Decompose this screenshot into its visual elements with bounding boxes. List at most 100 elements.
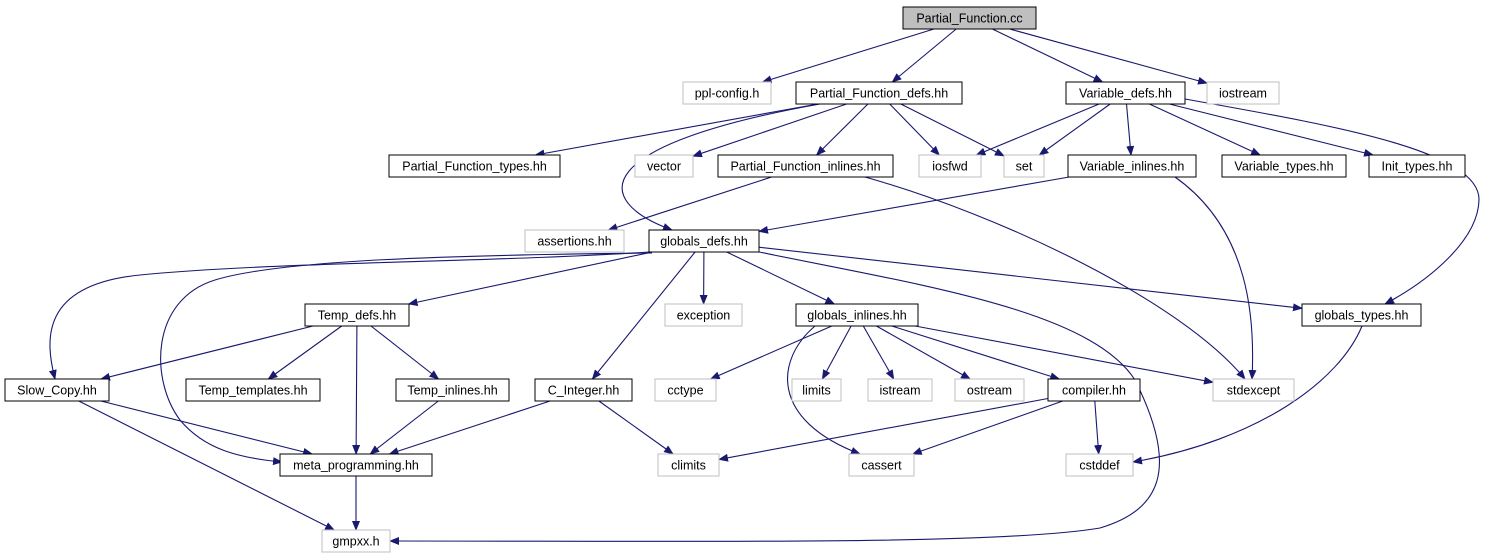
edge-partial-function-defs-hh-to-vector	[692, 103, 847, 158]
node-label: Variable_defs.hh	[1079, 87, 1172, 101]
node-label: stdexcept	[1227, 384, 1281, 398]
node-box	[388, 154, 561, 178]
node-label: globals_inlines.hh	[807, 309, 906, 323]
node-label: Partial_Function_defs.hh	[810, 87, 948, 101]
node-label: Temp_defs.hh	[318, 309, 397, 323]
edge-slow-copy-hh-to-meta-programming-hh	[100, 400, 314, 456]
edge-variable-defs-hh-to-init-types-hh	[1169, 103, 1375, 157]
node-label: Init_types.hh	[1382, 160, 1453, 174]
edge-partial-function-defs-hh-to-set	[900, 103, 1005, 157]
node-slow-copy-hh[interactable]: Slow_Copy.hh	[4, 378, 110, 402]
node-partial-function-cc[interactable]: Partial_Function.cc	[902, 6, 1037, 30]
node-iostream: iostream	[1206, 81, 1280, 105]
node-box	[1065, 81, 1186, 105]
edge-variable-defs-hh-to-variable-inlines-hh	[1125, 103, 1135, 156]
node-box	[657, 453, 720, 477]
node-box	[1003, 154, 1045, 178]
edge-compiler-hh-to-climits	[718, 397, 1049, 462]
node-globals-inlines-hh[interactable]: globals_inlines.hh	[795, 303, 919, 327]
node-globals-types-hh[interactable]: globals_types.hh	[1301, 303, 1422, 327]
edge-globals-inlines-hh-to-istream	[862, 325, 895, 380]
node-label: cctype	[667, 384, 703, 398]
node-box	[1368, 154, 1466, 178]
node-set: set	[1003, 154, 1045, 178]
node-label: Temp_templates.hh	[198, 384, 307, 398]
node-temp-inlines-hh[interactable]: Temp_inlines.hh	[395, 378, 510, 402]
edge-slow-copy-hh-to-gmpxx-h	[78, 400, 336, 531]
edge-variable-inlines-hh-to-globals-defs-hh	[758, 176, 1070, 234]
node-box	[664, 303, 743, 327]
node-label: set	[1016, 160, 1033, 174]
edge-temp-defs-hh-to-temp-templates-hh	[267, 325, 343, 380]
edge-globals-inlines-hh-to-ostream	[876, 325, 971, 380]
node-label: limits	[802, 384, 830, 398]
edge-compiler-hh-to-cassert	[911, 400, 1063, 455]
node-gmpxx-h: gmpxx.h	[321, 529, 391, 553]
node-label: iostream	[1219, 87, 1267, 101]
node-partial-function-defs-hh[interactable]: Partial_Function_defs.hh	[795, 81, 963, 105]
node-variable-defs-hh[interactable]: Variable_defs.hh	[1065, 81, 1186, 105]
edge-partial-function-inlines-hh-to-stdexcept	[864, 176, 1246, 380]
node-label: iosfwd	[932, 160, 967, 174]
node-box	[4, 378, 110, 402]
node-partial-function-inlines-hh[interactable]: Partial_Function_inlines.hh	[717, 154, 894, 178]
node-ostream: ostream	[954, 378, 1025, 402]
edge-partial-function-defs-hh-to-partial-function-inlines-hh	[815, 103, 869, 156]
node-label: C_Integer.hh	[548, 384, 620, 398]
edge-globals-defs-hh-to-slow-copy-hh	[48, 251, 650, 380]
node-label: meta_programming.hh	[293, 459, 419, 473]
node-temp-defs-hh[interactable]: Temp_defs.hh	[304, 303, 410, 327]
node-label: Variable_types.hh	[1234, 160, 1333, 174]
edge-partial-function-cc-to-partial-function-defs-hh	[891, 28, 957, 83]
edge-partial-function-defs-hh-to-iosfwd	[889, 103, 940, 156]
node-variable-types-hh[interactable]: Variable_types.hh	[1221, 154, 1347, 178]
edge-partial-function-cc-to-variable-defs-hh	[992, 28, 1104, 83]
node-box	[1067, 154, 1197, 178]
edge-partial-function-cc-to-ppl-config-h	[761, 28, 935, 84]
node-label: globals_types.hh	[1315, 309, 1409, 323]
node-box	[795, 81, 963, 105]
edge-variable-defs-hh-to-globals-types-hh	[1184, 98, 1480, 305]
node-assertions-hh: assertions.hh	[524, 229, 625, 253]
node-label: compiler.hh	[1062, 384, 1126, 398]
node-box	[902, 6, 1037, 30]
node-box	[395, 378, 510, 402]
node-box	[717, 154, 894, 178]
node-init-types-hh[interactable]: Init_types.hh	[1368, 154, 1466, 178]
edge-globals-inlines-hh-to-cassert	[787, 325, 861, 455]
node-label: globals_defs.hh	[660, 235, 748, 249]
node-temp-templates-hh[interactable]: Temp_templates.hh	[185, 378, 321, 402]
edge-globals-defs-hh-to-globals-inlines-hh	[726, 251, 836, 305]
node-meta-programming-hh[interactable]: meta_programming.hh	[279, 453, 433, 477]
node-label: climits	[671, 459, 706, 473]
node-partial-function-types-hh[interactable]: Partial_Function_types.hh	[388, 154, 561, 178]
node-box	[791, 378, 842, 402]
node-box	[279, 453, 433, 477]
edge-temp-defs-hh-to-temp-inlines-hh	[370, 325, 440, 380]
node-label: Slow_Copy.hh	[17, 384, 97, 398]
node-c-integer-hh[interactable]: C_Integer.hh	[534, 378, 633, 402]
node-label: istream	[880, 384, 921, 398]
node-compiler-hh[interactable]: compiler.hh	[1047, 378, 1141, 402]
node-label: Partial_Function_types.hh	[402, 160, 547, 174]
node-globals-defs-hh[interactable]: globals_defs.hh	[648, 229, 760, 253]
node-label: exception	[677, 309, 731, 323]
node-cctype: cctype	[654, 378, 717, 402]
node-label: assertions.hh	[537, 235, 611, 249]
edge-c-integer-hh-to-meta-programming-hh	[388, 400, 551, 455]
node-climits: climits	[657, 453, 720, 477]
node-variable-inlines-hh[interactable]: Variable_inlines.hh	[1067, 154, 1197, 178]
node-label: Partial_Function_inlines.hh	[730, 160, 880, 174]
node-box	[867, 378, 933, 402]
edge-globals-types-hh-to-cstddef	[1132, 325, 1363, 465]
node-cassert: cassert	[848, 453, 915, 477]
node-exception: exception	[664, 303, 743, 327]
node-istream: istream	[867, 378, 933, 402]
node-box	[918, 154, 982, 178]
edge-globals-defs-hh-to-globals-types-hh	[758, 246, 1303, 312]
node-box	[524, 229, 625, 253]
node-box	[534, 378, 633, 402]
node-stdexcept: stdexcept	[1212, 378, 1295, 402]
node-vector: vector	[634, 154, 694, 178]
